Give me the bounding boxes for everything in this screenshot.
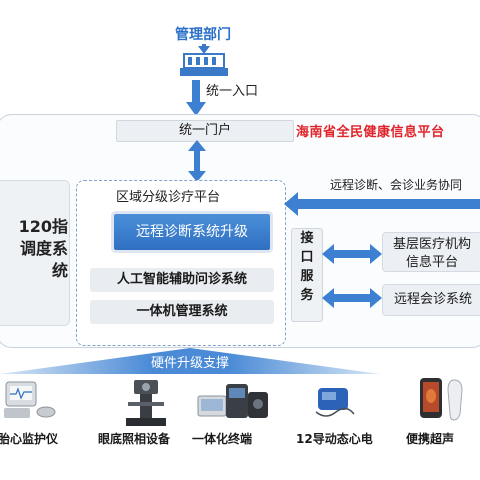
dispatch-line-1: 120指 [18, 217, 68, 236]
iface-char-2: 口 [300, 250, 314, 265]
device-label-4: 12导动态心电 [296, 432, 373, 446]
remote-consult-system-box: 远程会诊系统 [382, 284, 480, 316]
primary-care-line-1: 基层医疗机构 [392, 237, 471, 252]
remote-diagnosis-upgrade-box: 远程诊断系统升级 [114, 214, 270, 250]
device-label-5: 便携超声 [406, 432, 455, 446]
device-label-3: 一体化终端 [192, 432, 253, 446]
portal-center-double-arrow [188, 140, 206, 182]
iface-primary-double-arrow [322, 244, 382, 264]
collab-left-arrow [284, 192, 480, 216]
collab-label: 远程诊断、会诊业务协同 [330, 178, 463, 192]
dispatch-line-3: 统 [51, 261, 68, 280]
iface-char-4: 务 [300, 288, 314, 303]
dispatch-line-2: 调度系 [19, 239, 68, 258]
fundus-camera-icon [126, 380, 166, 426]
iface-char-1: 接 [300, 231, 314, 246]
hardware-upgrade-arrow [0, 348, 380, 374]
dispatch-system-panel [0, 180, 70, 326]
management-dept-label: 管理部门 [175, 27, 231, 43]
ai-consult-system-box: 人工智能辅助问诊系统 [90, 268, 274, 292]
hardware-upgrade-label: 硬件升级支撑 [150, 356, 229, 371]
dispatch-system-text: 120指 调度系 统 [0, 216, 68, 282]
fetal-monitor-icon [4, 381, 56, 418]
iface-consult-double-arrow [322, 288, 382, 308]
device-label-2: 眼底照相设备 [98, 432, 171, 446]
entry-down-arrow [186, 80, 206, 116]
interface-service-box: 接 口 服 务 [291, 228, 323, 322]
primary-care-line-2: 信息平台 [405, 255, 458, 270]
integrated-terminal-icon [197, 384, 268, 418]
building-icon [180, 44, 228, 76]
primary-care-platform-box: 基层医疗机构 信息平台 [382, 232, 480, 272]
machine-management-box: 一体机管理系统 [90, 300, 274, 324]
platform-title: 海南省全民健康信息平台 [296, 125, 445, 140]
unified-entry-label: 统一入口 [206, 84, 259, 99]
portable-ultrasound-icon [420, 378, 463, 421]
holter-ecg-icon [315, 388, 355, 417]
unified-portal-box: 统一门户 [116, 120, 294, 142]
iface-char-3: 服 [300, 269, 314, 284]
regional-platform-title: 区域分级诊疗平台 [116, 190, 221, 205]
device-label-1: 胎心监护仪 [0, 432, 59, 446]
